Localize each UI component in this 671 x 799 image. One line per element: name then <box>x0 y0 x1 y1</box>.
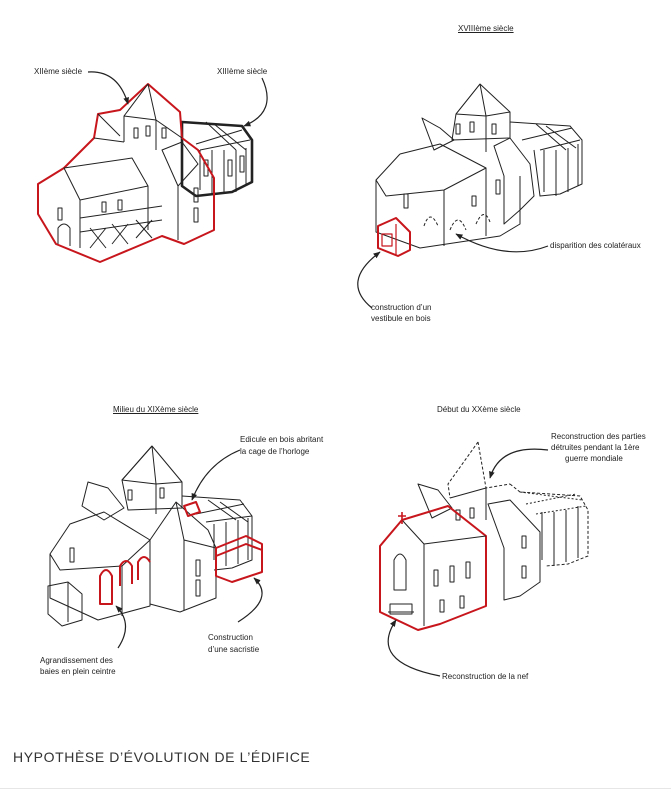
arrow-reconstruction-parties <box>489 448 549 479</box>
annotation-arrows <box>87 71 549 677</box>
panel-2-drawing <box>375 83 583 257</box>
arrow-sacristie <box>237 577 263 623</box>
reconstructed-nave <box>379 505 487 631</box>
panel-3-drawing <box>47 445 263 627</box>
label-reconstruction-nef: Reconstruction de la nef <box>442 672 529 681</box>
romanesque-church-12th-century <box>37 83 215 263</box>
label-sacristie-line-1: Construction <box>208 633 253 642</box>
label-reconstruction-parties-line-1: Reconstruction des parties <box>551 432 646 441</box>
panel-title-18th-century: XVIIIème siècle <box>458 24 514 33</box>
enlarged-arched-windows <box>99 556 151 605</box>
panel-title-mid-19th-century: Milieu du XIXème siècle <box>113 405 199 414</box>
sacristy <box>215 535 263 583</box>
label-vestibule-line-2: vestibule en bois <box>371 314 431 323</box>
label-baies-line-2: baies en plein ceintre <box>40 667 116 676</box>
label-reconstruction-parties-line-3: guerre mondiale <box>565 454 623 463</box>
arrow-12th-century <box>87 71 129 105</box>
label-reconstruction-parties-line-2: détruites pendant la 1ère <box>551 443 640 452</box>
page-title: HYPOTHÈSE D’ÉVOLUTION DE L’ÉDIFICE <box>13 749 311 765</box>
choir-13th-century <box>180 120 254 198</box>
bottom-divider <box>0 788 671 789</box>
arrow-edicule <box>191 449 241 501</box>
arrow-colateraux <box>455 233 549 253</box>
label-baies-line-1: Agrandissement des <box>40 656 113 665</box>
arrow-13th-century <box>243 77 268 127</box>
label-disparition-colateraux: disparition des colatéraux <box>550 241 641 250</box>
arrow-baies <box>115 605 127 649</box>
panel-title-early-20th-century: Début du XXème siècle <box>437 405 521 414</box>
arrow-vestibule <box>357 251 381 309</box>
label-sacristie-line-2: d’une sacristie <box>208 645 260 654</box>
arrow-reconstruction-nef <box>387 619 441 677</box>
clock-edicule <box>183 501 201 517</box>
label-edicule-line-1: Edicule en bois abritant <box>240 435 324 444</box>
label-edicule-line-2: la cage de l’horloge <box>240 447 310 456</box>
label-12th-century: XIIème siècle <box>34 67 83 76</box>
label-vestibule-line-1: construction d’un <box>371 303 432 312</box>
wooden-vestibule <box>377 217 411 257</box>
label-13th-century: XIIIème siècle <box>217 67 268 76</box>
panel-1-drawing <box>37 83 254 263</box>
panel-4-drawing <box>379 441 589 631</box>
